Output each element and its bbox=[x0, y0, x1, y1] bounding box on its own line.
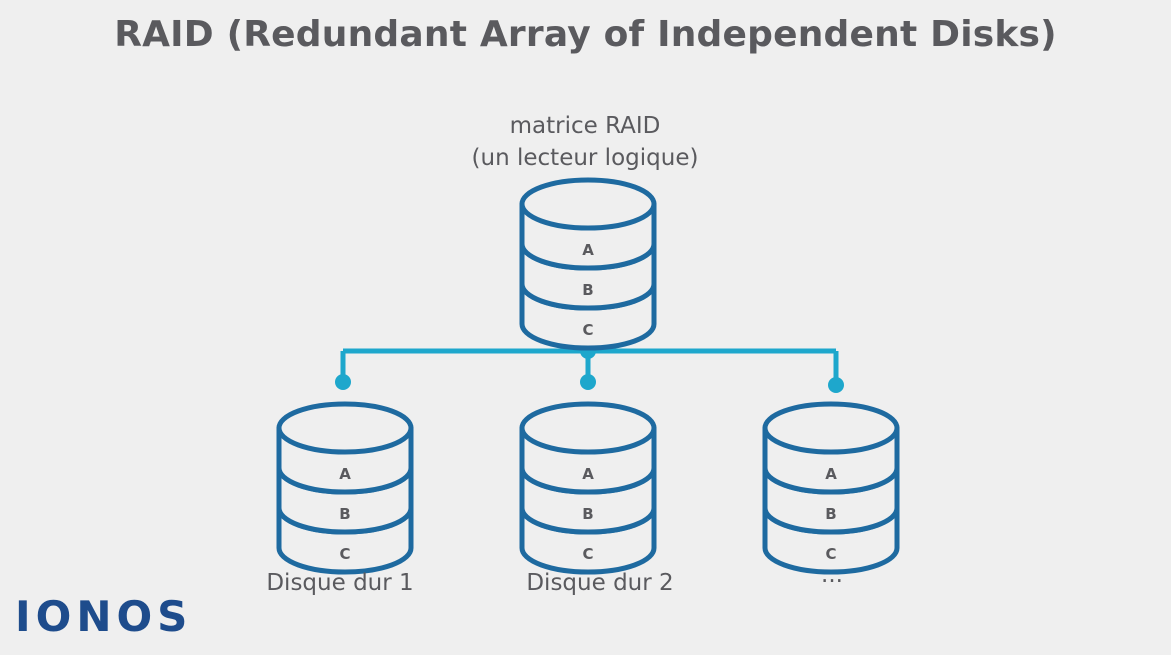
hard-disk-3-icon-layer-label-c: C bbox=[825, 545, 836, 563]
diagram-title: RAID (Redundant Array of Independent Dis… bbox=[114, 14, 1057, 55]
hard-disk-3-icon-platter-top-1 bbox=[762, 401, 900, 455]
hard-disk-2-icon-layer-label-c: C bbox=[582, 545, 593, 563]
raid-array-label-line1: matrice RAID bbox=[509, 113, 661, 139]
raid-array-disk-icon-layer-label-a: A bbox=[582, 241, 594, 259]
hard-disk-1-icon-layer-label-c: C bbox=[339, 545, 350, 563]
raid-array-label: matrice RAID (un lecteur logique) bbox=[435, 110, 735, 174]
hard-disk-2-icon-layer-label-a: A bbox=[582, 465, 594, 483]
connector-node-2 bbox=[580, 374, 596, 390]
raid-array-disk-icon-layer-label-b: B bbox=[582, 281, 593, 299]
hard-disk-3-icon: A B C bbox=[762, 401, 900, 575]
hard-disk-2-icon-platter-top-1 bbox=[519, 401, 657, 455]
raid-array-label-line2: (un lecteur logique) bbox=[471, 145, 699, 171]
disk-3-label: ... bbox=[821, 562, 843, 588]
hard-disk-3-icon-layer-label-b: B bbox=[825, 505, 836, 523]
hard-disk-1-icon-layer-label-b: B bbox=[339, 505, 350, 523]
hard-disk-1-icon-platter-top-1 bbox=[276, 401, 414, 455]
hard-disk-1-icon-layer-label-a: A bbox=[339, 465, 351, 483]
ionos-logo: IONOS bbox=[15, 592, 193, 641]
hard-disk-3-icon-layer-label-a: A bbox=[825, 465, 837, 483]
hard-disk-1-icon: A B C bbox=[276, 401, 414, 575]
disk-2-label: Disque dur 2 bbox=[526, 570, 674, 596]
hard-disk-2-icon-layer-label-b: B bbox=[582, 505, 593, 523]
connector-node-1 bbox=[335, 374, 351, 390]
raid-array-disk-icon-platter-top-1 bbox=[519, 177, 657, 231]
hard-disk-2-icon: A B C bbox=[519, 401, 657, 575]
disk-1-label: Disque dur 1 bbox=[266, 570, 414, 596]
connector-node-3 bbox=[828, 377, 844, 393]
raid-array-disk-icon: A B C bbox=[519, 177, 657, 351]
raid-array-disk-icon-layer-label-c: C bbox=[582, 321, 593, 339]
disk-stacks: A B C A B C A B C A B C bbox=[276, 177, 900, 575]
